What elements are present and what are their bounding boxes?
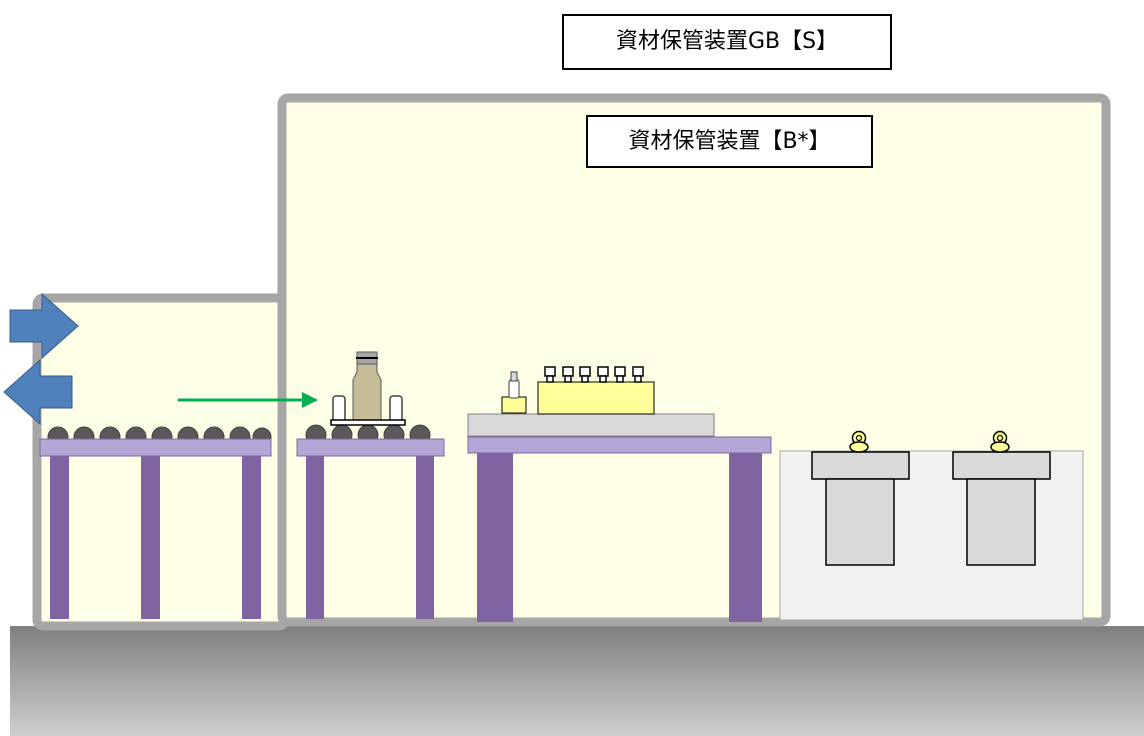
inbound-arrow-icon (9, 292, 79, 360)
transfer-conveyor-table (296, 424, 445, 619)
vial-container (330, 351, 406, 426)
transfer-arrow-icon (178, 392, 318, 408)
floor (10, 626, 1144, 736)
single-vial-holder (501, 371, 527, 414)
storage-cabinet (779, 430, 1084, 621)
left-conveyor-table (39, 426, 272, 619)
outbound-arrow-icon (3, 358, 73, 426)
lifting-hook-icon (849, 430, 869, 453)
vial-tray (537, 366, 655, 415)
outer-unit-label: 資材保管装置GB【S】 (562, 14, 892, 70)
workbench (467, 413, 772, 622)
lifting-hook-icon (990, 430, 1010, 453)
inner-unit-label: 資材保管装置【B*】 (586, 115, 873, 168)
